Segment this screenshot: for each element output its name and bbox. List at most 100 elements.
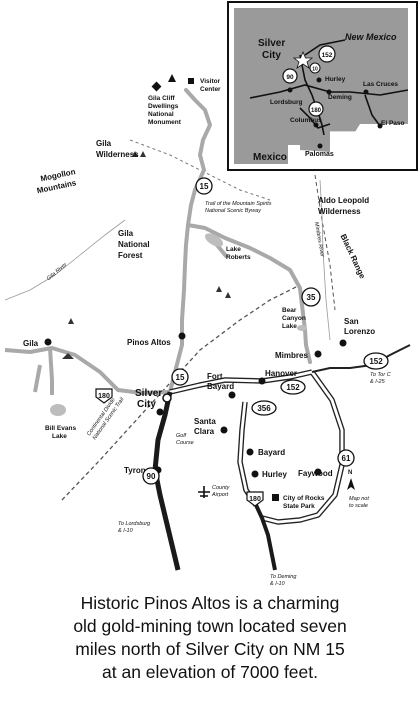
- inset-label-las-cruces: Las Cruces: [363, 81, 398, 88]
- city-of-rocks-square: [272, 494, 279, 501]
- label-tyrone: Tyrone: [124, 466, 151, 475]
- svg-text:152: 152: [322, 52, 333, 59]
- label-to-lordsburg: To Lordsburg& I-10: [118, 521, 151, 534]
- inset-state-border: [330, 131, 408, 151]
- svg-text:61: 61: [342, 454, 351, 463]
- hurley-highway: [254, 504, 277, 571]
- label-mimbres: Mimbres: [275, 351, 308, 360]
- route-shield-nm152-center: 152: [280, 379, 306, 395]
- caption-line-3: miles north of Silver City on NM 15: [75, 639, 345, 659]
- svg-text:15: 15: [176, 373, 185, 382]
- label-hurley: Hurley: [262, 470, 287, 479]
- inset-label-palomas: Palomas: [305, 151, 334, 158]
- gila-river: [4, 219, 126, 301]
- label-bayard: Bayard: [258, 448, 285, 457]
- inset-new-mexico-land: [234, 8, 408, 164]
- svg-text:180: 180: [311, 108, 322, 114]
- route-shield-nm15-north: 15: [195, 177, 213, 195]
- label-hanover: Hanover: [265, 369, 297, 378]
- svg-text:180: 180: [98, 393, 110, 400]
- svg-text:152: 152: [369, 357, 383, 366]
- route-shield-nm90: 90: [142, 467, 160, 485]
- svg-text:10: 10: [312, 67, 318, 73]
- label-faywood: Faywood: [298, 469, 333, 478]
- us180-highway: [152, 391, 181, 571]
- label-pinos-altos: Pinos Altos: [127, 338, 171, 347]
- label-gila-river: Gila River: [46, 261, 69, 282]
- caption-line-1: Historic Pinos Altos is a charming: [80, 593, 340, 613]
- svg-text:N: N: [348, 470, 352, 476]
- svg-text:90: 90: [147, 472, 156, 481]
- bear-canyon-water: [297, 325, 307, 331]
- inset-label-el-paso: El Paso: [381, 120, 405, 127]
- route-shield-nm152-east: 152: [363, 352, 389, 370]
- town-dots: [44, 332, 347, 478]
- inset-label-new-mexico: New Mexico: [345, 32, 397, 42]
- caption-line-2: old gold-mining town located seven: [73, 616, 347, 636]
- svg-text:35: 35: [307, 293, 316, 302]
- svg-text:152: 152: [286, 383, 300, 392]
- svg-text:90: 90: [286, 74, 294, 81]
- label-black-range: Black Range: [339, 233, 368, 281]
- inset-shield-90: 90: [282, 68, 298, 84]
- minor-roads: [168, 88, 312, 394]
- mimbres-river: [319, 179, 331, 341]
- lake-roberts-water: [204, 233, 224, 247]
- route-shield-us180-west: 180: [95, 388, 113, 404]
- label-to-tor-c: To Tor C& I-25: [370, 372, 391, 385]
- compass-north-arrow-icon: N: [347, 470, 355, 490]
- inset-label-mexico: Mexico: [253, 152, 287, 163]
- route-shield-nm15-south: 15: [171, 368, 189, 386]
- inset-silver-city-star-icon: [292, 50, 314, 69]
- svg-text:180: 180: [249, 496, 261, 503]
- route-shield-nm35: 35: [301, 287, 321, 307]
- route-shield-nm61: 61: [337, 449, 355, 467]
- label-to-deming: To Deming& I-10: [270, 574, 297, 585]
- black-range-line: [314, 174, 336, 311]
- label-mogollon: MogollonMountains: [34, 167, 79, 195]
- airport-icon: [198, 486, 210, 498]
- visitor-center-icon: [188, 78, 194, 84]
- route-shield-nm356: 356: [251, 400, 277, 416]
- continental-divide-trail: [61, 284, 301, 501]
- inset-shield-152: 152: [318, 45, 336, 63]
- bill-evans-water: [50, 404, 66, 416]
- silver-city-star-icon: [162, 393, 172, 403]
- inset-shield-10: 10: [309, 62, 321, 74]
- inset-shield-180: 180: [308, 101, 324, 117]
- route-shield-us180-south: 180: [246, 491, 264, 507]
- gila-roads: [4, 346, 171, 395]
- caption-line-4: at an elevation of 7000 feet.: [102, 662, 318, 682]
- camping-icons: [62, 151, 242, 359]
- svg-text:15: 15: [200, 182, 209, 191]
- inset-label-deming: Deming: [328, 94, 352, 101]
- nm152-east: [311, 344, 411, 373]
- inset-label-lordsburg: Lordsburg: [270, 99, 303, 106]
- svg-text:356: 356: [257, 404, 271, 413]
- inset-label-hurley: Hurley: [325, 76, 346, 83]
- map-caption: Historic Pinos Altos is a charming old g…: [0, 592, 420, 684]
- gila-cliff-dwellings-icon: [151, 74, 176, 92]
- inset-label-columbus: Columbus: [290, 117, 322, 124]
- label-gila: Gila: [23, 339, 39, 348]
